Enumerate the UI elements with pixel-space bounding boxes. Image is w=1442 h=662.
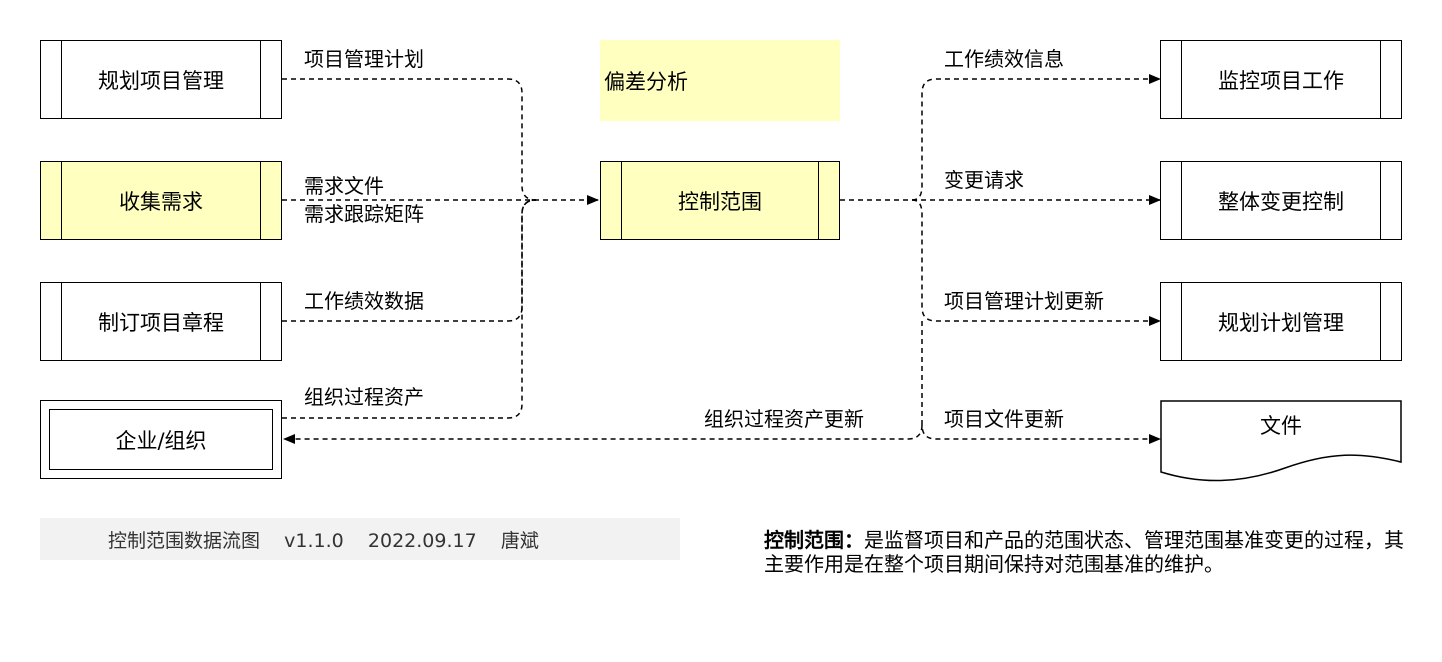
- node-develop-project-charter[interactable]: 制订项目章程: [40, 282, 282, 361]
- node-documents-label: 文件: [1260, 414, 1302, 438]
- label-project-doc-updates: 项目文件更新: [944, 407, 1064, 431]
- note-variance-analysis: 偏差分析: [600, 40, 840, 121]
- flow-line-org-assets: [282, 199, 537, 419]
- node-plan-project-management[interactable]: 规划项目管理: [40, 40, 282, 119]
- description-text: 是监督项目和产品的范围状态、管理范围基准变更的过程，其主要作用是在整个项目期间保…: [764, 528, 1404, 576]
- label-pm-plan-updates: 项目管理计划更新: [944, 289, 1104, 313]
- node-enterprise-organization[interactable]: 企业/组织: [40, 400, 282, 479]
- flow-line-work-perf-info: [911, 74, 1161, 201]
- label-org-process-assets: 组织过程资产: [304, 385, 424, 409]
- process-description: 控制范围：是监督项目和产品的范围状态、管理范围基准变更的过程，其主要作用是在整个…: [764, 528, 1404, 576]
- label-work-performance-info: 工作绩效信息: [944, 47, 1064, 71]
- node-collect-requirements[interactable]: 收集需求: [40, 161, 282, 240]
- description-term: 控制范围：: [764, 528, 864, 552]
- label-pm-plan: 项目管理计划: [304, 47, 424, 71]
- label-org-assets-updates: 组织过程资产更新: [704, 407, 864, 431]
- label-change-requests: 变更请求: [944, 168, 1024, 192]
- label-requirements-documents: 需求文件: [304, 174, 384, 198]
- label-requirements-traceability: 需求跟踪矩阵: [304, 202, 424, 226]
- flow-line-doc-updates: [921, 321, 1161, 444]
- label-work-performance-data: 工作绩效数据: [304, 289, 424, 313]
- node-documents-shape[interactable]: [1160, 400, 1402, 485]
- node-integrated-change-control[interactable]: 整体变更控制: [1160, 161, 1402, 240]
- node-monitor-project-work[interactable]: 监控项目工作: [1160, 40, 1402, 119]
- footer-caption: 控制范围数据流图 v1.1.0 2022.09.17 唐斌: [40, 518, 680, 560]
- node-control-scope[interactable]: 控制范围: [600, 161, 840, 240]
- flow-line-org-assets-updates: [283, 424, 923, 444]
- flow-line-pm-plan-updates: [911, 199, 1161, 326]
- node-plan-plan-management[interactable]: 规划计划管理: [1160, 282, 1402, 361]
